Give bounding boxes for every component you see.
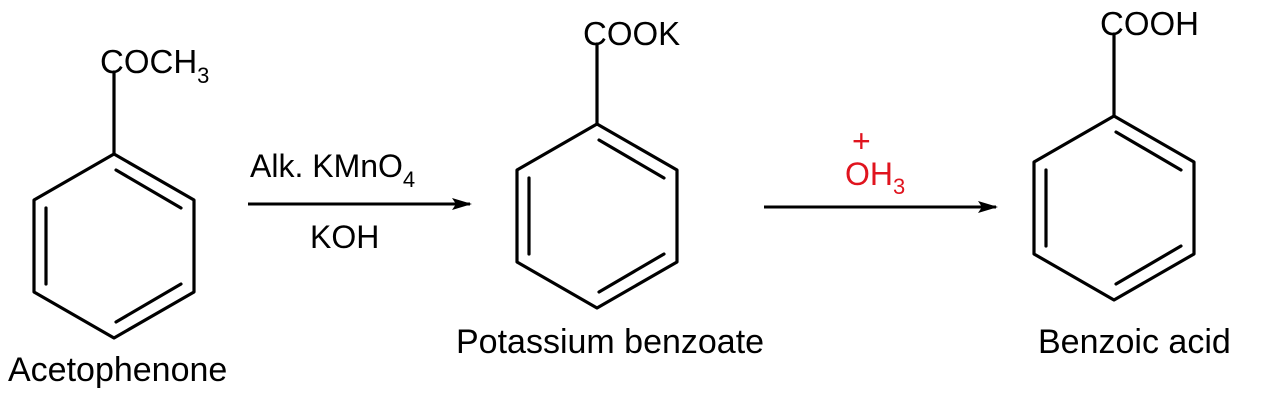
reactant-molecule: COCH3 Acetophenone (8, 43, 227, 389)
reaction-step-1: Alk. KMnO4 KOH (248, 148, 472, 255)
reagent-charge: + (852, 123, 871, 159)
intermediate-molecule: COOK Potassium benzoate (456, 15, 764, 361)
product-name: Benzoic acid (1038, 323, 1231, 361)
product-molecule: COOH Benzoic acid (1032, 5, 1231, 361)
ring-bonds-product (1032, 114, 1196, 302)
ring-double-bonds-product (1044, 130, 1183, 286)
step1-condition: KOH (310, 219, 379, 255)
product-group-label: COOH (1100, 5, 1199, 42)
ring-double-bonds-reactant (44, 168, 183, 324)
step2-reagent: OH3 (845, 156, 905, 199)
reactant-group-label: COCH3 (100, 43, 209, 88)
ring-double-bonds-intermediate (527, 138, 666, 294)
reactant-name: Acetophenone (8, 351, 227, 389)
benzene-ring-product (1032, 32, 1196, 302)
intermediate-name: Potassium benzoate (456, 323, 764, 361)
reaction-step-2: + OH3 (764, 123, 998, 213)
benzene-ring-reactant (32, 70, 196, 340)
benzene-ring-intermediate (515, 42, 679, 310)
ring-bonds-intermediate (515, 122, 679, 310)
intermediate-group-label: COOK (583, 15, 680, 52)
step1-reagent: Alk. KMnO4 (250, 148, 415, 192)
ring-bonds-reactant (32, 152, 196, 340)
